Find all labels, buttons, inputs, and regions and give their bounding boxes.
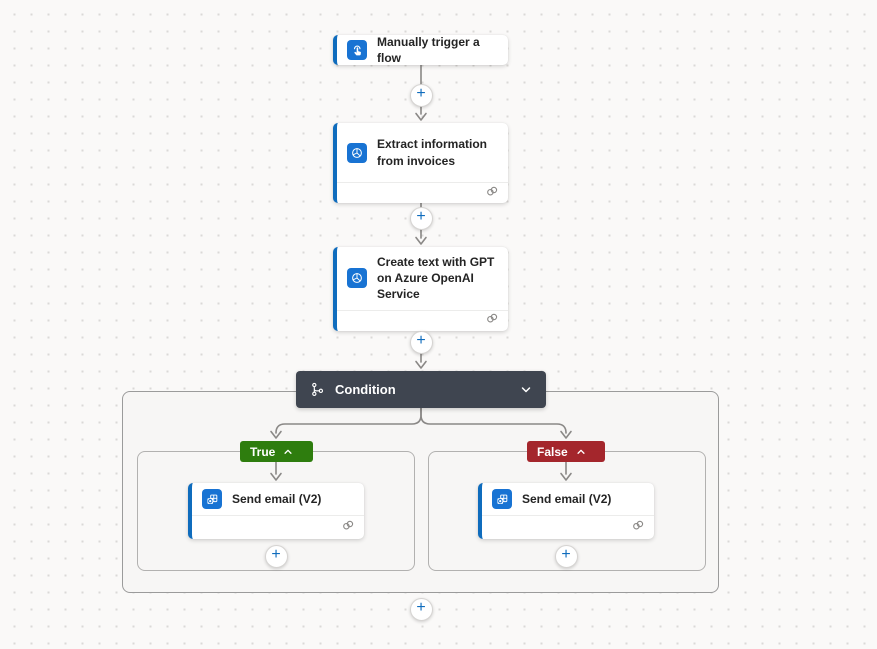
chevron-up-icon xyxy=(283,447,293,457)
plus-icon: + xyxy=(416,599,426,616)
hand-tap-icon xyxy=(347,40,367,60)
branch-label: False xyxy=(537,444,568,459)
action-node-send-email-false[interactable]: Send email (V2) xyxy=(478,483,654,539)
plus-icon: + xyxy=(416,332,426,349)
insert-action-button-true-branch[interactable]: + xyxy=(264,544,288,568)
condition-node-header[interactable]: Condition xyxy=(296,371,546,408)
true-branch-badge[interactable]: True xyxy=(240,441,313,462)
connection-link-icon xyxy=(485,184,499,203)
outlook-icon xyxy=(202,489,222,509)
chevron-down-icon[interactable] xyxy=(520,384,532,396)
plus-icon: + xyxy=(416,85,426,102)
insert-action-button-2[interactable]: + xyxy=(409,206,433,230)
ai-builder-icon xyxy=(347,142,367,163)
plus-icon: + xyxy=(561,546,571,563)
branch-icon xyxy=(310,382,325,397)
connection-link-icon xyxy=(341,518,355,537)
node-title: Create text with GPT on Azure OpenAI Ser… xyxy=(377,255,495,302)
node-title: Send email (V2) xyxy=(232,491,322,506)
trigger-node-manually-trigger-a-flow[interactable]: Manually trigger a flow xyxy=(333,35,508,65)
connection-link-icon xyxy=(631,518,645,537)
plus-icon: + xyxy=(271,546,281,563)
insert-action-button-false-branch[interactable]: + xyxy=(554,544,578,568)
action-node-extract-information-from-invoices[interactable]: Extract information from invoices xyxy=(333,123,508,203)
node-title: Condition xyxy=(335,382,396,397)
action-node-create-text-with-gpt[interactable]: Create text with GPT on Azure OpenAI Ser… xyxy=(333,247,508,331)
insert-action-button-3[interactable]: + xyxy=(409,330,433,354)
node-title: Send email (V2) xyxy=(522,491,612,506)
action-node-send-email-true[interactable]: Send email (V2) xyxy=(188,483,364,539)
branch-label: True xyxy=(250,444,276,459)
node-title: Extract information from invoices xyxy=(377,137,488,168)
plus-icon: + xyxy=(416,208,426,225)
insert-action-button-1[interactable]: + xyxy=(409,83,433,107)
chevron-up-icon xyxy=(576,447,586,457)
false-branch-badge[interactable]: False xyxy=(527,441,605,462)
ai-builder-icon xyxy=(347,268,367,289)
insert-action-button-after-condition[interactable]: + xyxy=(409,597,433,621)
node-title: Manually trigger a flow xyxy=(377,34,480,65)
outlook-icon xyxy=(492,489,512,509)
connection-link-icon xyxy=(485,311,499,330)
